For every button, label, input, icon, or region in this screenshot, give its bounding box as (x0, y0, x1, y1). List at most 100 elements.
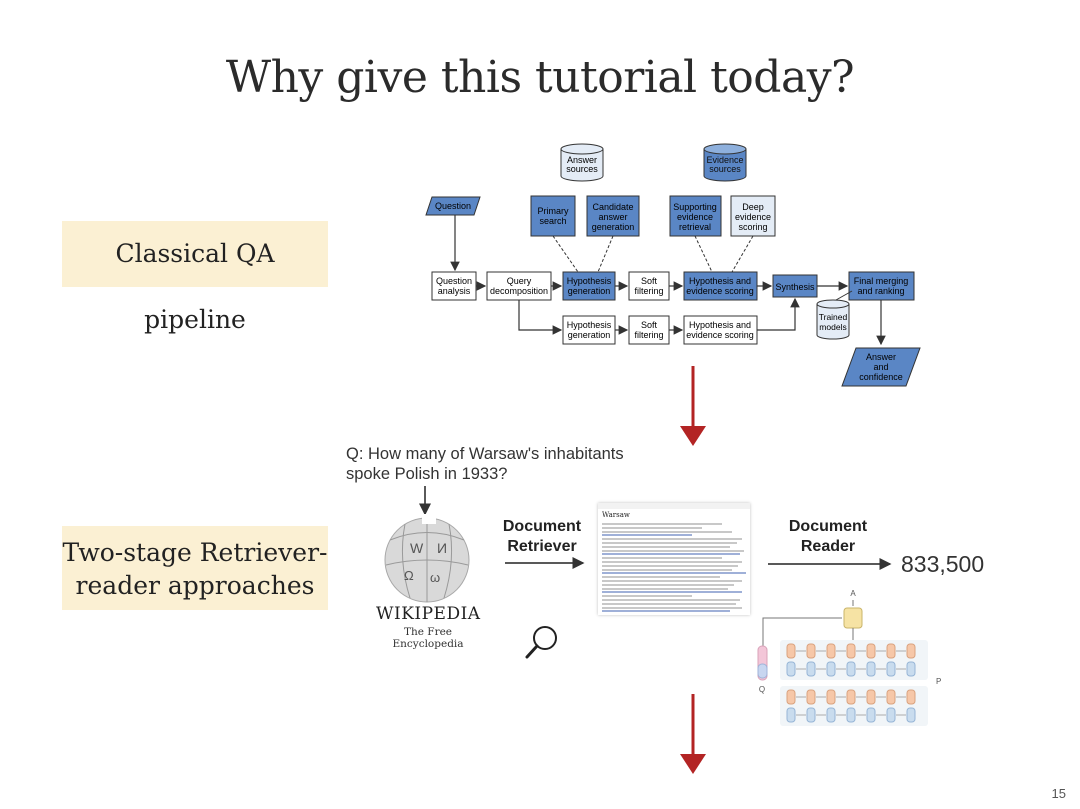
candidate-l3: generation (592, 222, 635, 232)
hypothesis-evidence-node-1: Hypothesis and evidence scoring (683, 271, 758, 301)
reader-cell-bottom (846, 661, 856, 677)
classical-qa-label-text: Classical QA pipeline (115, 239, 275, 334)
reader-cell-top (846, 689, 856, 705)
reader-cell-bottom (826, 661, 836, 677)
primary-search-l2: search (539, 216, 566, 226)
reader-cell-top (826, 689, 836, 705)
doc-text-line (602, 568, 732, 571)
fm-l2: and ranking (857, 286, 904, 296)
reader-cell-top (906, 643, 916, 659)
doc-text-line (602, 557, 722, 560)
ac-l3: confidence (859, 372, 903, 382)
reader-cell-top (806, 689, 816, 705)
wikipedia-globe-icon: W И Ω ω (384, 514, 470, 603)
hypothesis-evidence-node-2: Hypothesis and evidence scoring (683, 315, 758, 345)
question-line-2: spoke Polish in 1933? (346, 465, 508, 483)
wikipedia-tagline: The Free Encyclopedia (392, 626, 464, 650)
supporting-l2: evidence (677, 212, 713, 222)
reader-cell-top (866, 689, 876, 705)
question-line-1: Q: How many of Warsaw's inhabitants (346, 445, 624, 463)
question-node: Question (425, 196, 481, 216)
reader-cell-top (906, 689, 916, 705)
slide-title: Why give this tutorial today? (225, 52, 855, 103)
answer-sources-l2: sources (566, 164, 598, 174)
svg-text:W: W (410, 540, 424, 556)
reader-cell-bottom (906, 661, 916, 677)
reader-cell-bottom (846, 707, 856, 723)
reader-cell-top (886, 689, 896, 705)
qd-l2: decomposition (490, 286, 548, 296)
document-reader-label: Document Reader (782, 517, 874, 557)
tm-l1: Trained (819, 312, 848, 322)
reader-cell-top (846, 643, 856, 659)
reader-cell-bottom (886, 661, 896, 677)
doc-text-line (602, 587, 728, 590)
doc-reader-l1: Document (788, 518, 868, 535)
svg-text:Ω: Ω (404, 568, 414, 583)
sf1-l1: Soft (641, 276, 658, 286)
supporting-evidence-node: Supporting evidence retrieval (669, 195, 722, 237)
doc-text-line (602, 572, 746, 575)
dashed-connectors (552, 235, 754, 273)
doc-text-line (602, 595, 692, 598)
red-down-arrow-1 (680, 366, 706, 446)
doc-text-line (602, 610, 730, 613)
doc-text-line (602, 549, 744, 552)
classical-qa-label: Classical QA pipeline (62, 221, 328, 334)
question-analysis-node: Question analysis (431, 271, 477, 301)
qd-l1: Query (507, 276, 532, 286)
hypothesis-generation-node-1: Hypothesis generation (562, 271, 616, 301)
doc-text-line (602, 553, 740, 556)
evidence-sources-l2: sources (709, 164, 741, 174)
deep-evidence-node: Deep evidence scoring (730, 195, 776, 237)
reader-cell-bottom (806, 661, 816, 677)
deep-l2: evidence (735, 212, 771, 222)
sf2-l1: Soft (641, 320, 658, 330)
svg-text:ω: ω (430, 570, 440, 585)
hg1-l2: generation (568, 286, 611, 296)
sf2-l2: filtering (634, 330, 663, 340)
reader-cell-bottom (806, 707, 816, 723)
he2-l2: evidence scoring (686, 330, 754, 340)
reader-cell-top (786, 689, 796, 705)
doc-text-line (602, 561, 742, 563)
reader-q-label: Q (759, 685, 765, 694)
doc-retriever-l2: Retriever (507, 538, 577, 555)
sf1-l2: filtering (634, 286, 663, 296)
evidence-sources-l1: Evidence (706, 155, 743, 165)
hg2-l1: Hypothesis (567, 320, 612, 330)
reader-cell-top (826, 643, 836, 659)
answer-sources-cylinder: Answer sources (560, 143, 604, 182)
two-stage-label: Two-stage Retriever- reader approaches (62, 526, 328, 610)
magnifier-icon (525, 626, 557, 659)
answer-confidence-node: Answer and confidence (841, 347, 921, 387)
soft-filtering-node-1: Soft filtering (628, 271, 670, 301)
hg2-l2: generation (568, 330, 611, 340)
wikipedia-document-thumbnail: Warsaw (598, 503, 750, 615)
question-text: Q: How many of Warsaw's inhabitants spok… (346, 444, 646, 484)
doc-text-line (602, 545, 730, 548)
reader-network-diagram: A Q P (757, 589, 941, 726)
doc-text-line (602, 606, 742, 609)
he2-l1: Hypothesis and (689, 320, 751, 330)
two-stage-label-line2: reader approaches (75, 571, 315, 600)
synthesis-label: Synthesis (775, 282, 815, 292)
evidence-sources-cylinder: Evidence sources (703, 143, 747, 182)
doc-text-line (602, 580, 742, 582)
synthesis-node: Synthesis (772, 274, 818, 298)
doc-text-line (602, 591, 742, 594)
question-label: Question (435, 201, 471, 211)
svg-text:И: И (437, 540, 447, 556)
two-stage-label-line1: Two-stage Retriever- (62, 538, 328, 567)
doc-topbar (598, 503, 750, 509)
fm-l1: Final merging (854, 276, 909, 286)
doc-text-line (602, 583, 734, 586)
doc-text-line (602, 523, 722, 525)
final-merging-node: Final merging and ranking (848, 271, 915, 301)
page-number: 15 (1051, 786, 1066, 801)
answer-sources-l1: Answer (567, 155, 597, 165)
candidate-answer-node: Candidate answer generation (586, 195, 640, 237)
doc-text-line (602, 526, 702, 529)
candidate-l2: answer (598, 212, 627, 222)
